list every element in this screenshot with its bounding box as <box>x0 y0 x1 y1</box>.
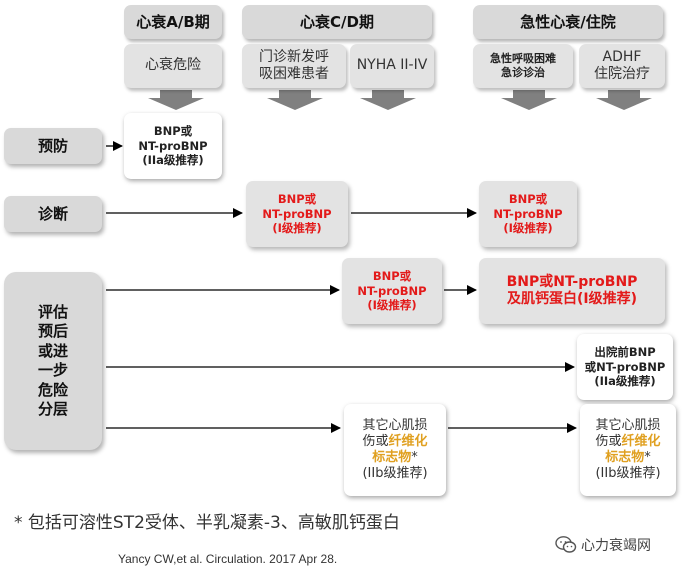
row-assessment-line: 预后 <box>37 322 68 340</box>
row-assessment-line: 评估 <box>37 302 68 321</box>
note-highlight: 标志物 <box>605 450 645 465</box>
rec-line: 出院前BNP <box>594 345 656 360</box>
subheader-adhf-line2: 住院治疗 <box>594 66 650 82</box>
rec-predischarge: 出院前BNP 或NT-proBNP (IIa级推荐) <box>577 334 673 400</box>
subheader-outpatient-line1: 门诊新发呼 <box>259 48 329 65</box>
rec-prevention-bnp: BNP或 NT-proBNP (IIa级推荐) <box>124 113 222 179</box>
note-text: 伤或 <box>595 433 622 449</box>
subheader-er: 急性呼吸困难 急诊诊治 <box>473 44 573 88</box>
note-line: 其它心肌损 <box>362 417 428 433</box>
rec-diagnosis-acute: BNP或 NT-proBNP (I级推荐) <box>479 181 577 247</box>
row-assessment-line: 一步 <box>37 361 68 379</box>
row-assessment-line: 分层 <box>37 400 68 418</box>
rec-assess-nyha: BNP或 NT-proBNP (I级推荐) <box>342 258 442 324</box>
rec-line: 或NT-proBNP <box>584 359 666 374</box>
row-assessment-line: 危险 <box>37 380 68 399</box>
watermark-logo: 心力衰竭网 <box>555 535 651 555</box>
header-acute: 急性心衰/住院 <box>473 5 663 39</box>
note-text: * <box>411 450 418 465</box>
note-highlight: 纤维化 <box>621 433 661 449</box>
rec-assess-acute: BNP或NT-proBNP 及肌钙蛋白(I级推荐) <box>479 258 665 324</box>
wechat-logo-icon <box>555 536 577 553</box>
subheader-adhf: ADHF 住院治疗 <box>579 44 665 88</box>
logo-text: 心力衰竭网 <box>581 538 651 554</box>
rec-line: (IIa级推荐) <box>594 374 656 389</box>
row-assessment-line: 或进 <box>37 341 68 360</box>
rec-diagnosis-outpatient: BNP或 NT-proBNP (I级推荐) <box>246 181 348 247</box>
note-highlight: 标志物 <box>372 450 412 465</box>
row-prevention: 预防 <box>4 128 102 164</box>
rec-line: (I级推荐) <box>503 221 553 236</box>
rec-line: BNP或 <box>372 269 412 284</box>
rec-line: (I级推荐) <box>367 298 417 313</box>
rec-line: 及肌钙蛋白(I级推荐) <box>506 291 637 307</box>
note-line: (IIb级推荐) <box>595 466 661 482</box>
down-arrow-icon <box>267 90 323 110</box>
rec-line: NT-proBNP <box>262 206 332 221</box>
note-text: * <box>644 450 651 465</box>
rec-line: BNP或 <box>153 124 193 139</box>
note-text: 伤或 <box>362 433 389 449</box>
subheader-er-line1: 急性呼吸困难 <box>490 52 556 66</box>
rec-line: (IIa级推荐) <box>142 153 204 168</box>
rec-other-markers-acute: 其它心肌损 伤或纤维化 标志物* (IIb级推荐) <box>580 404 676 496</box>
row-assessment: 评估 预后 或进 一步 危险 分层 <box>4 272 102 450</box>
note-line: 伤或纤维化 <box>362 434 427 450</box>
down-arrow-icon <box>360 90 416 110</box>
rec-line: BNP或 <box>277 192 317 207</box>
note-line: 伤或纤维化 <box>595 434 660 450</box>
note-line: 标志物* <box>362 450 427 466</box>
subheader-adhf-line1: ADHF <box>602 48 642 65</box>
note-line: 其它心肌损 <box>595 417 661 433</box>
rec-line: BNP或NT-proBNP <box>506 273 638 290</box>
note-highlight: 纤维化 <box>388 433 428 449</box>
note-line: 标志物* <box>595 450 660 466</box>
note-line: (IIb级推荐) <box>362 466 428 482</box>
header-stage-ab: 心衰A/B期 <box>124 5 222 39</box>
citation: Yancy CW,et al. Circulation. 2017 Apr 28… <box>118 552 338 566</box>
rec-other-markers-outpatient: 其它心肌损 伤或纤维化 标志物* (IIb级推荐) <box>344 404 446 496</box>
subheader-outpatient: 门诊新发呼 吸困难患者 <box>242 44 346 88</box>
down-arrow-icon <box>596 90 652 110</box>
rec-line: BNP或 <box>508 192 548 207</box>
subheader-outpatient-line2: 吸困难患者 <box>259 66 329 82</box>
down-arrow-icon <box>148 90 204 110</box>
subheader-nyha: NYHA II-IV <box>350 44 434 88</box>
row-diagnosis: 诊断 <box>4 196 102 232</box>
footnote: * 包括可溶性ST2受体、半乳凝素-3、高敏肌钙蛋白 <box>14 513 400 533</box>
subheader-hf-risk: 心衰危险 <box>124 44 222 88</box>
rec-line: NT-proBNP <box>357 283 427 298</box>
subheader-er-line2: 急诊诊治 <box>501 66 545 79</box>
rec-line: NT-proBNP <box>493 206 563 221</box>
rec-line: NT-proBNP <box>138 138 208 153</box>
rec-line: (I级推荐) <box>272 221 322 236</box>
down-arrow-icon <box>501 90 557 110</box>
header-stage-cd: 心衰C/D期 <box>242 5 432 39</box>
